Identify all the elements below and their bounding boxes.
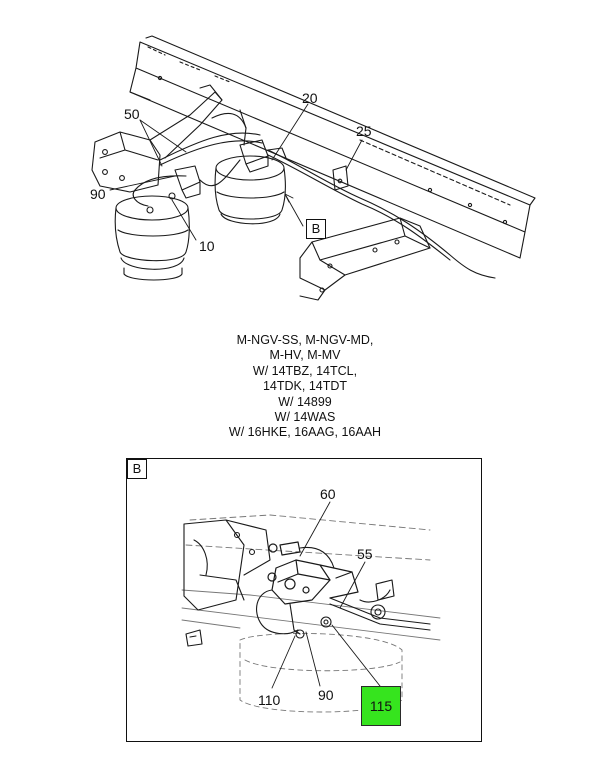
cross-member: [299, 217, 431, 301]
callout-90: 90: [90, 186, 106, 202]
detail-leveling-valve: [267, 541, 359, 605]
frame-rail: [129, 35, 536, 259]
applicability-line: 14TDK, 14TDT: [262, 379, 348, 394]
applicability-line: W/ 14TBZ, 14TCL,: [252, 363, 358, 378]
detail-view-b-frame: [126, 458, 482, 742]
callout-110: 110: [258, 692, 281, 708]
view-reference-b[interactable]: B: [306, 219, 326, 239]
callout-55: 55: [357, 546, 373, 562]
mounting-bracket: [332, 165, 349, 191]
applicability-line: W/ 14899: [278, 394, 332, 409]
callout-25: 25: [356, 123, 372, 139]
callout-60: 60: [320, 486, 336, 502]
applicability-line: M-HV, M-MV: [269, 348, 341, 363]
detail-bracket: [183, 519, 271, 611]
suspension-bracket: [91, 84, 223, 193]
leader-lines-detail: [271, 501, 381, 689]
air-spring-left: [114, 195, 190, 281]
leveling-valve-main: [168, 139, 287, 200]
applicability-line: M-NGV-SS, M-NGV-MD,: [236, 333, 374, 347]
callout-10: 10: [199, 238, 215, 254]
applicability-line: W/ 14WAS: [274, 410, 336, 425]
air-spring-right: [214, 155, 286, 225]
detail-view-label: B: [127, 459, 147, 479]
callout-90-detail: 90: [318, 687, 334, 703]
callout-20: 20: [302, 90, 318, 106]
detail-b-drawing: [181, 501, 441, 713]
highlighted-part-115[interactable]: 115: [361, 686, 401, 726]
detail-air-lines: [185, 546, 431, 647]
callout-50: 50: [124, 106, 140, 122]
main-assembly-drawing: [91, 35, 536, 301]
applicability-notes: M-NGV-SS, M-NGV-MD, M-HV, M-MV W/ 14TBZ,…: [200, 333, 410, 441]
air-lines: [132, 109, 496, 279]
applicability-line: W/ 16HKE, 16AAG, 16AAH: [228, 425, 382, 440]
leader-lines-main: [109, 103, 363, 241]
